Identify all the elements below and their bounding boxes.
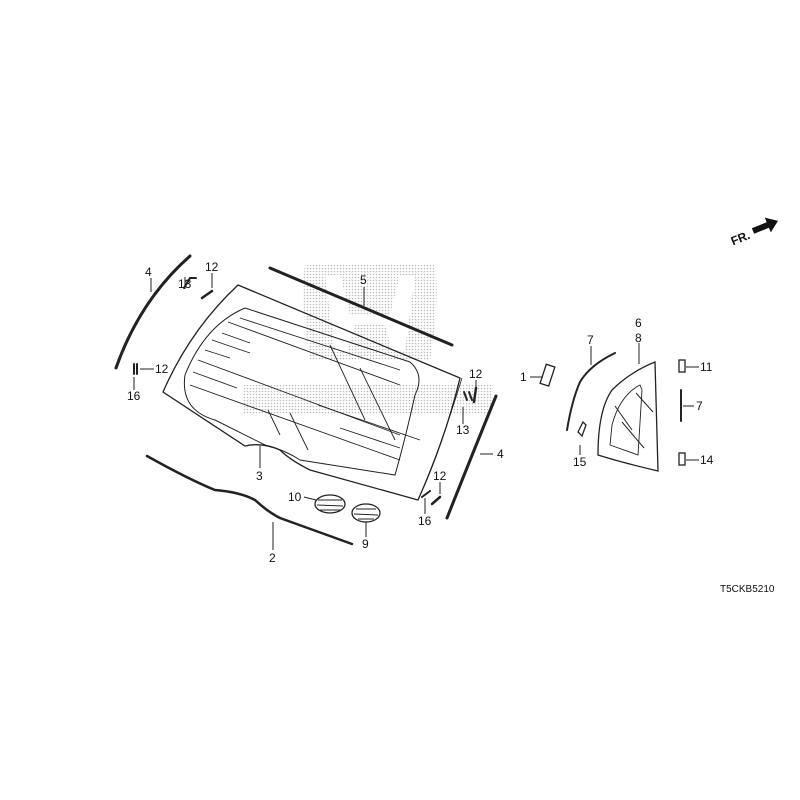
callout-4-right: 4 [497,447,504,461]
callout-5: 5 [360,273,367,287]
diagram-code: T5CKB5210 [720,584,775,595]
part-10-emblem [314,494,346,514]
part-14-clip [678,452,686,466]
leader-lines [133,273,699,550]
callout-8: 8 [635,331,642,345]
callout-4-left: 4 [145,265,152,279]
callout-7-upper: 7 [587,333,594,347]
callout-11: 11 [700,360,713,374]
callout-16-bottom: 16 [418,514,432,528]
callout-12-right: 12 [469,367,483,381]
part-2-lower-molding [145,454,354,546]
callout-12-left: 12 [155,362,169,376]
part-4-right-molding [445,394,498,520]
callout-10: 10 [288,490,302,504]
small-clips [133,277,478,506]
callout-7-side: 7 [696,399,703,413]
callout-6: 6 [635,316,642,330]
callout-2: 2 [269,551,276,565]
part-9-emblem [351,503,381,523]
callout-1: 1 [520,370,527,384]
callout-13-top: 13 [178,277,192,291]
front-direction-indicator: FR. [729,217,779,248]
part-11-clip [678,359,686,373]
callout-13-right: 13 [456,423,470,437]
callout-12-bottom: 12 [433,469,447,483]
callout-14: 14 [700,453,714,467]
callout-9: 9 [362,537,369,551]
front-arrow-icon [751,217,779,234]
part-3-rear-windshield [162,284,463,501]
callout-16-left: 16 [127,389,141,403]
part-5-molding [268,266,454,347]
part-6-quarter-glass [597,361,659,472]
front-label: FR. [729,228,752,248]
part-4-left-molding [114,254,192,370]
part-15-clip [577,420,587,438]
callout-12-top: 12 [205,260,219,274]
part-7-molding [566,352,616,431]
part-1-bracket [539,363,556,387]
callout-15: 15 [573,455,587,469]
callout-3: 3 [256,469,263,483]
